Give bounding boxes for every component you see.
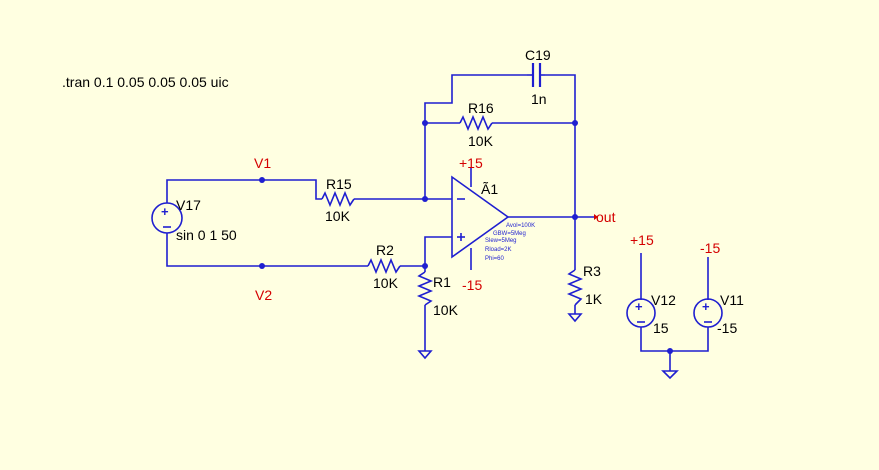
r16-resistor[interactable]: R16 10K xyxy=(459,100,494,149)
r2-name: R2 xyxy=(376,242,394,258)
r16-value: 10K xyxy=(468,133,494,149)
junction-v1 xyxy=(259,177,265,183)
r2-value: 10K xyxy=(373,275,399,291)
opamp-name: Ã1 xyxy=(481,181,498,197)
junction-supply-gnd xyxy=(667,348,673,354)
wires xyxy=(166,74,709,371)
v11-value: -15 xyxy=(717,320,737,336)
r3-resistor[interactable]: R3 1K xyxy=(566,263,603,323)
svg-text:+: + xyxy=(161,204,169,219)
junction-r16-left xyxy=(422,120,428,126)
net-label-v11-top[interactable]: -15 xyxy=(700,240,720,256)
opamp-param-avol: Avol=100K xyxy=(506,223,535,229)
junction-r1 xyxy=(422,263,428,269)
opamp-param-slew: Slew=5Meg xyxy=(485,238,517,244)
v17-name: V17 xyxy=(176,197,201,213)
junction-v2 xyxy=(259,263,265,269)
r15-name: R15 xyxy=(326,176,352,192)
opamp-u1[interactable]: Ã1 Avol=100K GBW=5Meg Slew=5Meg Rload=2K… xyxy=(451,175,535,262)
r15-resistor[interactable]: R15 10K xyxy=(321,176,355,224)
net-label-opamp-neg[interactable]: -15 xyxy=(462,277,482,293)
junction-r16-right xyxy=(572,120,578,126)
junctions xyxy=(259,120,673,354)
junction-out xyxy=(572,214,578,220)
r16-name: R16 xyxy=(468,100,494,116)
v12-value: 15 xyxy=(653,320,669,336)
spice-directive[interactable]: .tran 0.1 0.05 0.05 0.05 uic xyxy=(62,74,229,90)
c19-value: 1n xyxy=(531,91,547,107)
v11-name: V11 xyxy=(720,292,744,308)
net-label-out[interactable]: out xyxy=(594,209,616,225)
opamp-param-phi: Phi=60 xyxy=(485,256,505,262)
c19-capacitor[interactable]: C19 1n xyxy=(525,47,551,107)
opamp-param-rload: Rload=2K xyxy=(485,247,512,253)
svg-text:+: + xyxy=(635,299,643,314)
junction-inverting xyxy=(422,196,428,202)
net-label-v12-top[interactable]: +15 xyxy=(630,232,654,248)
v11-source[interactable]: + V11 -15 xyxy=(693,292,744,336)
c19-name: C19 xyxy=(525,47,551,63)
r3-value: 1K xyxy=(585,291,603,307)
supply-ground-icon xyxy=(661,370,679,380)
v12-source[interactable]: + V12 15 xyxy=(626,292,676,336)
r3-name: R3 xyxy=(583,263,601,279)
net-label-v2[interactable]: V2 xyxy=(255,287,272,303)
r1-value: 10K xyxy=(433,302,459,318)
svg-text:out: out xyxy=(596,209,616,225)
r1-resistor[interactable]: R1 10K xyxy=(416,271,459,360)
r1-ground-icon xyxy=(417,350,433,360)
v17-value: sin 0 1 50 xyxy=(176,227,237,243)
v12-name: V12 xyxy=(651,292,676,308)
r3-ground-icon xyxy=(567,313,583,323)
opamp-param-gbw: GBW=5Meg xyxy=(493,231,526,237)
net-label-opamp-pos[interactable]: +15 xyxy=(459,155,483,171)
v17-source[interactable]: + V17 sin 0 1 50 xyxy=(151,197,237,243)
r15-value: 10K xyxy=(325,208,351,224)
net-label-v1[interactable]: V1 xyxy=(254,155,271,171)
svg-text:+: + xyxy=(702,299,710,314)
r1-name: R1 xyxy=(433,274,451,290)
r2-resistor[interactable]: R2 10K xyxy=(367,242,401,291)
